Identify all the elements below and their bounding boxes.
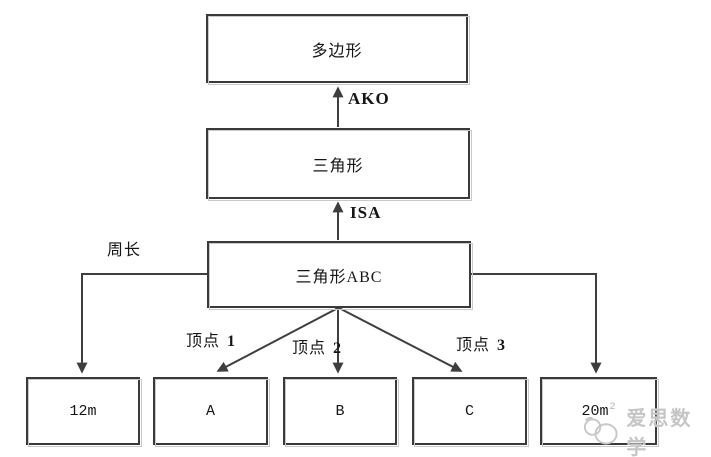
node-vertex-a: A <box>153 377 270 447</box>
vertex-c-label: C <box>464 402 474 420</box>
edge-label-isa: ISA <box>350 203 382 222</box>
node-vertex-b: B <box>283 377 399 447</box>
node-triangle-label: 三角形 <box>312 157 364 175</box>
edge-label-ako: AKO <box>348 89 390 108</box>
node-polygon-label: 多边形 <box>311 42 363 60</box>
node-vertex-c: C <box>412 377 529 447</box>
vertex-b-label: B <box>335 402 345 420</box>
node-triangle-abc-label: 三角形ABC <box>295 268 383 286</box>
edge-vertex3-arrow <box>338 307 463 372</box>
edge-vertex1-arrow <box>216 307 339 372</box>
edge-label-perimeter: 周长 <box>107 242 142 259</box>
vertex-a-label: A <box>205 402 215 420</box>
edge-area-arrow <box>470 273 602 374</box>
node-polygon: 多边形 <box>206 14 470 85</box>
node-area-value: 20m2 <box>540 377 659 447</box>
node-perimeter-value: 12m <box>26 377 142 447</box>
area-value-label: 20m2 <box>581 402 616 420</box>
perimeter-value-label: 12m <box>69 402 97 420</box>
node-triangle: 三角形 <box>206 128 472 201</box>
node-triangle-abc: 三角形ABC <box>207 241 473 310</box>
area-value-superscript: 2 <box>609 402 616 413</box>
edge-perimeter-arrow <box>76 273 207 374</box>
